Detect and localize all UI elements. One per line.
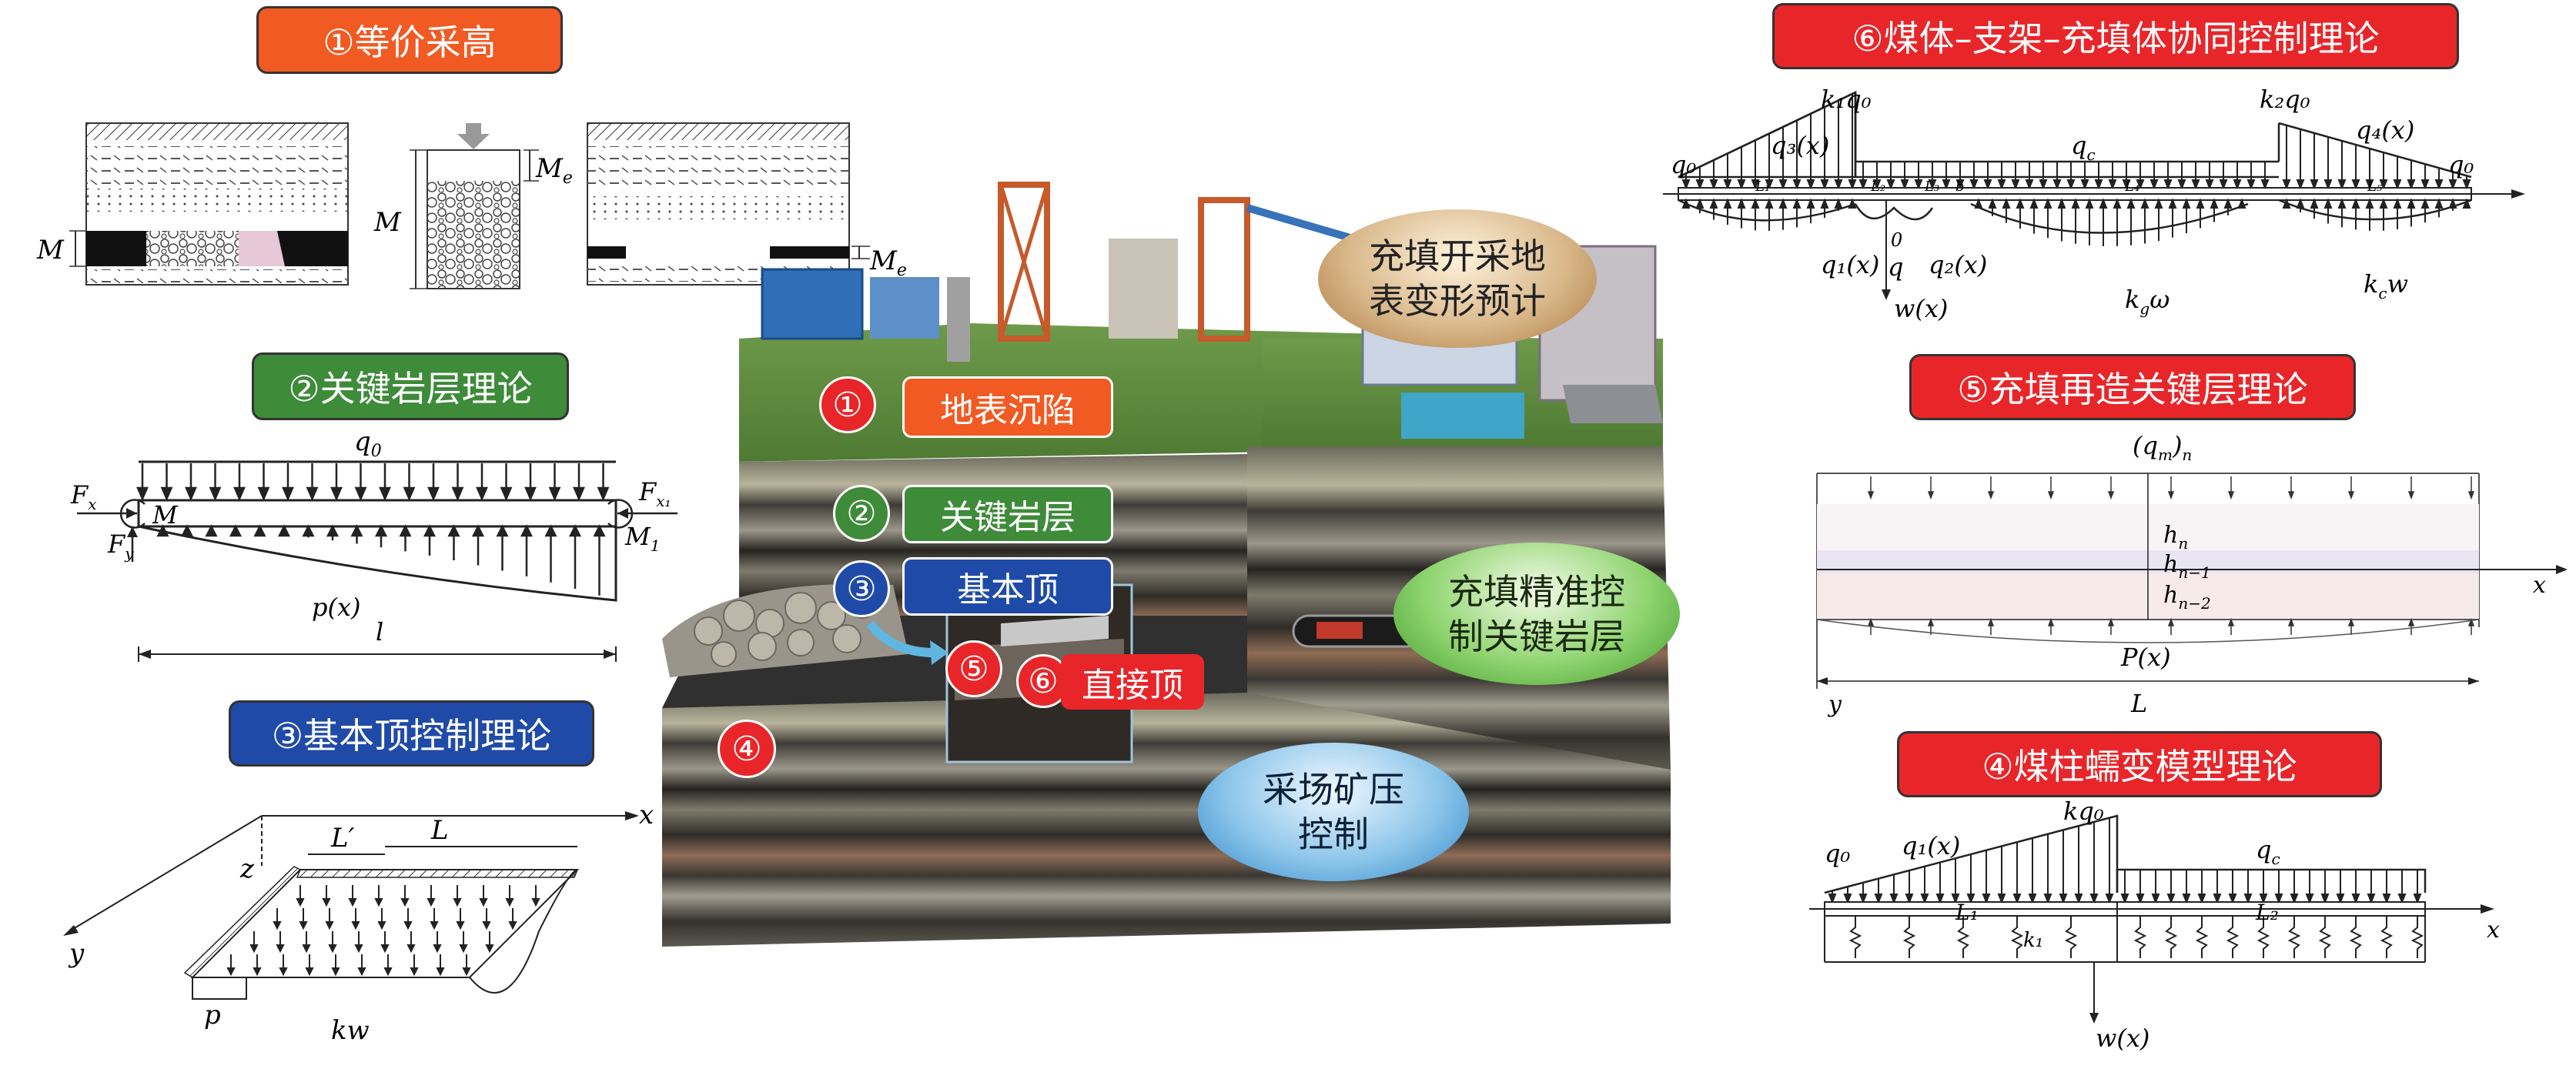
label-wx: w(x) bbox=[1894, 294, 1948, 323]
marker-5: ⑤ bbox=[945, 640, 1002, 697]
label-kgw: kgω bbox=[2125, 285, 2170, 318]
label-L5: L₅ bbox=[2367, 179, 2382, 195]
panel-key-strata-diagram: q0 (function(){var g=document.currentScr… bbox=[70, 426, 677, 662]
label-qm-n: (qm)n bbox=[2133, 431, 2192, 464]
label-y: y bbox=[1827, 691, 1842, 718]
title-backfill-key-layer-theory: ⑤充填再造关键层理论 bbox=[1909, 354, 2356, 420]
panel-main-roof-plate-diagram: x y z (function(){var g=document.current… bbox=[63, 800, 654, 1046]
label-x: x bbox=[2533, 572, 2546, 599]
label-Px: P(x) bbox=[2120, 643, 2171, 672]
label-M-mid: M bbox=[373, 207, 402, 238]
bubble-backfill-key-layer-control: 充填精准控 制关键岩层 bbox=[1393, 543, 1680, 685]
bubble-stope-pressure-control: 采场矿压 控制 bbox=[1198, 743, 1469, 881]
label-q0: q₀ bbox=[1825, 839, 1850, 868]
panel-backfill-key-layer-diagram: (qm)n (function(){var g=document.current… bbox=[1816, 431, 2568, 718]
label-x: x bbox=[2487, 917, 2500, 944]
label-zero: 0 bbox=[1891, 229, 1902, 251]
label-L: L bbox=[430, 815, 449, 846]
label-q2x: q₂(x) bbox=[1929, 250, 1987, 279]
label-p: p bbox=[204, 1000, 221, 1031]
label-l: l bbox=[376, 617, 383, 646]
label-q: q bbox=[1888, 252, 1903, 282]
label-px: p(x) bbox=[312, 593, 361, 622]
label-L2: L₂ bbox=[1870, 179, 1885, 195]
label-hn: hn bbox=[2163, 522, 2188, 553]
label-b: b bbox=[1955, 179, 1965, 195]
label-k1: k₁ bbox=[2023, 929, 2043, 952]
label-qc: qc bbox=[2256, 835, 2280, 868]
label-M1: M1 bbox=[624, 522, 661, 555]
marker-4: ④ bbox=[718, 720, 776, 778]
label-q3x: q₃(x) bbox=[1771, 131, 1829, 160]
label-wx: w(x) bbox=[2096, 1024, 2149, 1053]
label-q4x: q₄(x) bbox=[2356, 115, 2414, 145]
diagram-backfill-column: M Me bbox=[373, 123, 573, 289]
label-k2q0: k₂q₀ bbox=[2260, 85, 2310, 114]
label-Fy: Fy bbox=[107, 529, 134, 563]
label-qc: qc bbox=[2071, 131, 2096, 164]
panel-equivalent-height-diagram: M M Me bbox=[36, 122, 870, 289]
label-kw: kw bbox=[331, 1015, 370, 1046]
title-key-strata-theory: ②关键岩层理论 bbox=[252, 352, 569, 420]
label-main-roof: 基本顶 bbox=[902, 557, 1113, 616]
label-Me-mid: Me bbox=[535, 153, 573, 188]
label-Me-right: Me bbox=[869, 246, 907, 280]
title-main-roof-control: ③基本顶控制理论 bbox=[229, 700, 594, 767]
label-L1: L₁ bbox=[1755, 179, 1770, 195]
label-L3: L₃ bbox=[1924, 179, 1939, 195]
marker-3: ③ bbox=[833, 560, 890, 617]
label-q0-left: q₀ bbox=[1671, 150, 1696, 179]
label-q0: q0 bbox=[354, 426, 382, 461]
label-y: y bbox=[68, 938, 85, 969]
label-x: x bbox=[639, 800, 654, 830]
svg-text:Me: Me bbox=[869, 246, 907, 280]
label-q0-right: q₀ bbox=[2448, 150, 2474, 179]
diagram-equivalent-seam bbox=[587, 122, 870, 286]
label-Fx1: Fx₁ bbox=[638, 477, 671, 510]
label-immediate-roof: 直接顶 bbox=[1061, 654, 1204, 710]
label-k1q0: k₁q₀ bbox=[1821, 85, 1872, 114]
marker-1: ① bbox=[819, 376, 876, 433]
label-hn-2: hn−2 bbox=[2163, 582, 2211, 613]
label-q1x: q₁(x) bbox=[1821, 250, 1879, 279]
label-key-strata: 关键岩层 bbox=[902, 485, 1113, 543]
label-L1: L₁ bbox=[1955, 900, 1979, 925]
label-z: z bbox=[239, 854, 255, 884]
label-kcw: kcw bbox=[2364, 269, 2408, 302]
panel-coal-support-backfill-loads: (function(){var g=document.currentScript… bbox=[1663, 85, 2525, 323]
label-Lprime: L′ bbox=[330, 823, 355, 854]
label-surface-subsidence: 地表沉陷 bbox=[902, 376, 1113, 438]
bubble-surface-deformation-prediction: 充填开采地 表变形预计 bbox=[1318, 209, 1597, 348]
panel-pillar-creep-diagram: (function(){var g=document.currentScript… bbox=[1809, 797, 2500, 1053]
label-q1x: q₁(x) bbox=[1902, 831, 1960, 860]
label-kq0: kq₀ bbox=[2063, 797, 2104, 826]
diagram-mined-seam: M bbox=[36, 122, 349, 286]
label-L: L bbox=[2130, 689, 2147, 718]
title-equivalent-mining-height: ①等价采高 bbox=[256, 6, 563, 74]
title-pillar-creep-model: ④煤柱蠕变模型理论 bbox=[1897, 731, 2382, 797]
label-M-left: M bbox=[36, 235, 65, 266]
label-Fx: Fx bbox=[70, 480, 96, 513]
label-M: M bbox=[152, 500, 179, 529]
label-L4: L₄ bbox=[2124, 179, 2139, 195]
marker-2: ② bbox=[833, 485, 890, 542]
label-hn-1: hn−1 bbox=[2163, 551, 2211, 582]
label-L2: L₂ bbox=[2255, 900, 2279, 925]
title-coal-support-backfill-theory: ⑥煤体–支架–充填体协同控制理论 bbox=[1772, 3, 2459, 69]
